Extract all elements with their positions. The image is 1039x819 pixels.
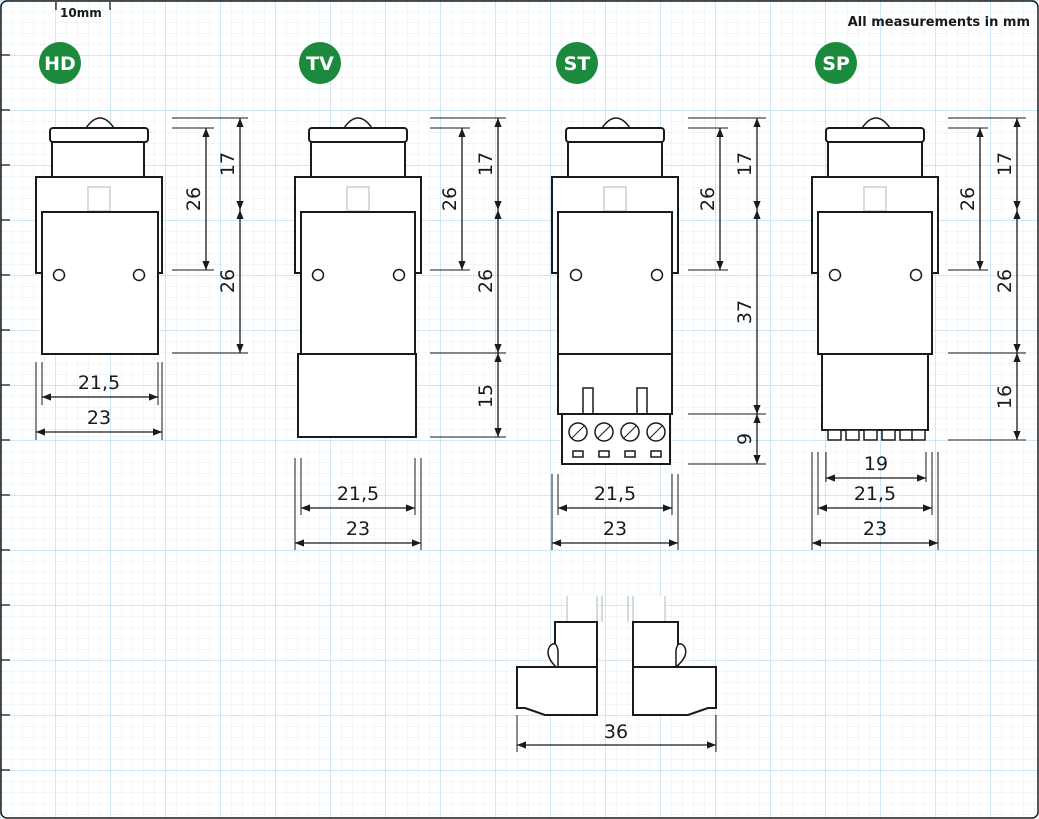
badge-hd-label: HD: [44, 53, 76, 75]
hd-dim-23-label: 23: [87, 407, 111, 429]
badge-sp: [815, 42, 857, 84]
sp-dim-23-label: 23: [863, 518, 887, 540]
scale-label: 10mm: [60, 6, 102, 20]
sp-cap: [825, 127, 925, 143]
sp-dim-19-label: 19: [864, 453, 888, 475]
badge-tv: [299, 42, 341, 84]
hd-dim-26-upper-label: 26: [183, 187, 205, 211]
tv-screw-right: [392, 268, 406, 282]
bracket-left-stem: [554, 621, 598, 668]
model-sp: SP 26 17 26 16: [811, 42, 1026, 550]
tv-screw-left: [311, 268, 325, 282]
badge-sp-label: SP: [822, 53, 850, 75]
sp-screw-left: [828, 268, 842, 282]
bracket-right-stem: [632, 621, 679, 668]
st-housing: [557, 353, 673, 415]
sp-dim-26-lower-label: 26: [994, 269, 1016, 293]
sp-contact-pins: [827, 429, 926, 441]
hd-dim-26-lower-label: 26: [217, 269, 239, 293]
sp-connector-body: [821, 353, 929, 431]
units-note: All measurements in mm: [848, 15, 1030, 30]
bracket-right-foot: [632, 666, 717, 716]
model-tv: TV 26 17 26 15 21,5 23: [294, 42, 506, 550]
left-ruler: [1, 54, 10, 771]
tv-front-plate: [300, 211, 416, 355]
st-dim-26-label: 26: [697, 187, 719, 211]
badge-st-label: ST: [564, 53, 591, 75]
sp-neck: [827, 141, 923, 178]
tv-dim-26-upper-label: 26: [439, 187, 461, 211]
badge-st: [556, 42, 598, 84]
st-dim-17-label: 17: [734, 152, 756, 176]
sp-front-plate: [817, 211, 933, 355]
rail-left-outer: [567, 596, 597, 622]
sp-screw-right: [909, 268, 923, 282]
hd-cap: [49, 127, 149, 143]
st-terminal-screws: [568, 422, 666, 458]
st-screw-right: [650, 268, 664, 282]
rail-right-outer: [633, 596, 665, 622]
model-st: ST 26: [551, 42, 766, 550]
tv-dim-23-label: 23: [346, 518, 370, 540]
hd-dim-17-label: 17: [217, 152, 239, 176]
st-pin-right: [636, 387, 648, 415]
tv-dim-26-lower-label: 26: [475, 269, 497, 293]
st-cap: [565, 127, 665, 143]
badge-tv-label: TV: [306, 53, 334, 75]
st-screw-left: [569, 268, 583, 282]
st-pin-left: [582, 387, 594, 415]
sp-dim-17-label: 17: [994, 152, 1016, 176]
badge-hd: [39, 42, 81, 84]
hd-screw-left: [52, 268, 66, 282]
st-neck: [567, 141, 663, 178]
tv-cap: [308, 127, 408, 143]
st-dim-9-label: 9: [734, 433, 756, 445]
tv-dim-21-5-label: 21,5: [337, 483, 379, 505]
tv-dim-15-label: 15: [475, 384, 497, 408]
clip-right: [675, 643, 687, 669]
hd-screw-right: [132, 268, 146, 282]
hd-neck: [51, 141, 145, 178]
clip-left: [547, 643, 559, 668]
tv-terminal-block: [297, 353, 417, 438]
tv-neck: [310, 141, 406, 178]
bracket-dim-36-label: 36: [604, 721, 628, 743]
bracket-left-foot: [516, 666, 598, 716]
sp-dim-16-label: 16: [994, 385, 1016, 409]
tv-dim-17-label: 17: [475, 152, 497, 176]
sp-dim-26-upper-label: 26: [957, 187, 979, 211]
st-front-plate: [557, 211, 673, 355]
model-hd: HD 26 17 26 21,5 23: [35, 42, 248, 440]
mounting-bracket-view: 36: [516, 596, 717, 752]
hd-front-plate: [41, 211, 159, 355]
st-dim-37-label: 37: [734, 300, 756, 324]
sp-dim-21-5-label: 21,5: [854, 483, 896, 505]
st-dim-21-5-label: 21,5: [594, 483, 636, 505]
st-dim-23-label: 23: [603, 518, 627, 540]
hd-dim-21-5-label: 21,5: [78, 372, 120, 394]
